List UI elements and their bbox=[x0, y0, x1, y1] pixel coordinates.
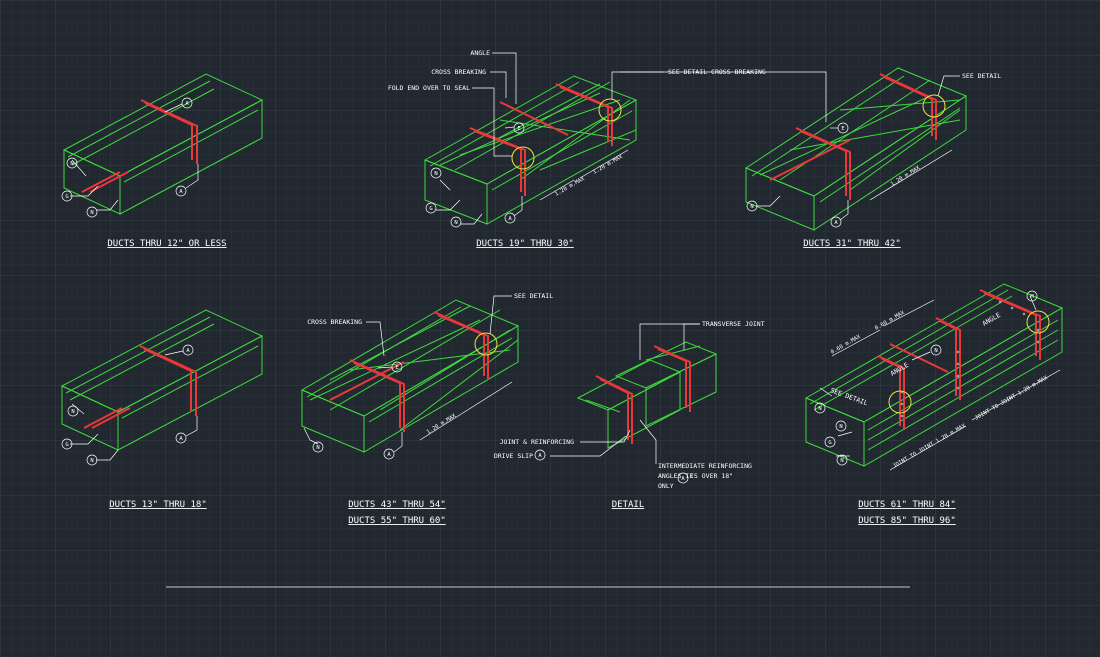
tag-n: N bbox=[750, 204, 753, 210]
tag-a: A bbox=[185, 101, 189, 107]
tag-n: N bbox=[818, 406, 821, 412]
tag-g: G bbox=[65, 442, 68, 448]
label-intermediate-1: INTERMEDIATE REINFORCING bbox=[658, 462, 752, 470]
dim-d2-a: 1.20 m.MAX bbox=[554, 176, 586, 198]
tag-a: A bbox=[179, 189, 183, 195]
tag-g: G bbox=[65, 194, 68, 200]
tag-n: N bbox=[71, 409, 74, 415]
label-joint-reinforcing: JOINT & REINFORCING bbox=[500, 438, 574, 446]
tag-g: G bbox=[429, 206, 432, 212]
title-d3: DUCTS 31" THRU 42" bbox=[803, 239, 901, 249]
label-intermediate-4: ONLY bbox=[658, 482, 674, 490]
title-d2: DUCTS 19" THRU 30" bbox=[476, 239, 574, 249]
label-see-detail: SEE DETAIL bbox=[962, 72, 1001, 80]
title-d4: DUCTS 13" THRU 18" bbox=[109, 500, 207, 510]
dim-d2-b: 1.20 m.MAX bbox=[592, 154, 624, 176]
tag-n: N bbox=[434, 171, 437, 177]
dim-d5: 1.20 m.MAX bbox=[426, 413, 458, 436]
duct-d1: A A N G N DUCTS THRU 12" OR LESS bbox=[61, 73, 264, 249]
tag-a: A bbox=[387, 452, 391, 458]
tag-a: A bbox=[179, 436, 183, 442]
title-d5b: DUCTS 55" THRU 60" bbox=[348, 516, 446, 526]
joint-detail: TRANSVERSE JOINT JOINT & REINFORCING DRI… bbox=[494, 320, 765, 510]
tag-e: E bbox=[517, 126, 520, 132]
label-intermediate-2: ANGLES IF bbox=[658, 472, 693, 480]
label-see-detail: SEE DETAIL bbox=[514, 292, 553, 300]
duct-d4: A A N G N DUCTS 13" THRU 18" bbox=[60, 309, 264, 510]
tag-n: N bbox=[454, 220, 457, 226]
duct-d5: SEE DETAIL CROSS BREAKING 1.20 m.MAX E A… bbox=[300, 292, 553, 526]
tag-n: N bbox=[934, 348, 937, 354]
label-intermediate-3: IS OVER 18" bbox=[690, 472, 733, 480]
tag-a: A bbox=[538, 453, 542, 459]
title-d7b: DUCTS 85" THRU 96" bbox=[858, 516, 956, 526]
tag-e: E bbox=[395, 365, 398, 371]
label-cross-breaking: CROSS BREAKING bbox=[307, 318, 362, 326]
label-angle: ANGLE bbox=[981, 311, 1002, 328]
dim-d7-top1: 0.60 m.MAX bbox=[830, 334, 862, 356]
duct-d3: SEE DETAIL 1.20 m.MAX E A N DUCTS 31" TH… bbox=[620, 67, 1001, 249]
tag-n: N bbox=[316, 445, 319, 451]
label-fold-end: FOLD END OVER TO SEAL bbox=[388, 84, 470, 92]
title-d7a: DUCTS 61" THRU 84" bbox=[858, 500, 956, 510]
title-d5a: DUCTS 43" THRU 54" bbox=[348, 500, 446, 510]
tag-a: A bbox=[508, 216, 512, 222]
tag-n: N bbox=[90, 458, 93, 464]
duct-d2: ANGLE CROSS BREAKING FOLD END OVER TO SE… bbox=[388, 49, 766, 249]
tag-a: A bbox=[186, 348, 190, 354]
tag-m: M bbox=[1030, 294, 1034, 300]
tag-n: N bbox=[840, 458, 843, 464]
tag-g: G bbox=[828, 440, 831, 446]
tag-n: N bbox=[90, 210, 93, 216]
label-transverse-joint: TRANSVERSE JOINT bbox=[702, 320, 765, 328]
title-d1: DUCTS THRU 12" OR LESS bbox=[107, 239, 226, 249]
dim-d7-top2: 0.60 m.MAX bbox=[874, 310, 906, 332]
tag-a: A bbox=[834, 220, 838, 226]
label-cross-breaking: CROSS BREAKING bbox=[431, 68, 486, 76]
tag-n: N bbox=[70, 161, 73, 167]
tag-n: N bbox=[839, 424, 842, 430]
label-angle: ANGLE bbox=[470, 49, 490, 57]
tag-a: A bbox=[681, 476, 685, 482]
label-drive-slip: DRIVE SLIP bbox=[494, 452, 533, 460]
tag-e: E bbox=[841, 126, 844, 132]
dim-d3: 1.20 m.MAX bbox=[890, 165, 922, 188]
title-detail: DETAIL bbox=[612, 500, 645, 510]
duct-d7: 0.60 m.MAX 0.60 m.MAX JOINT TO JOINT 1.2… bbox=[804, 283, 1064, 526]
